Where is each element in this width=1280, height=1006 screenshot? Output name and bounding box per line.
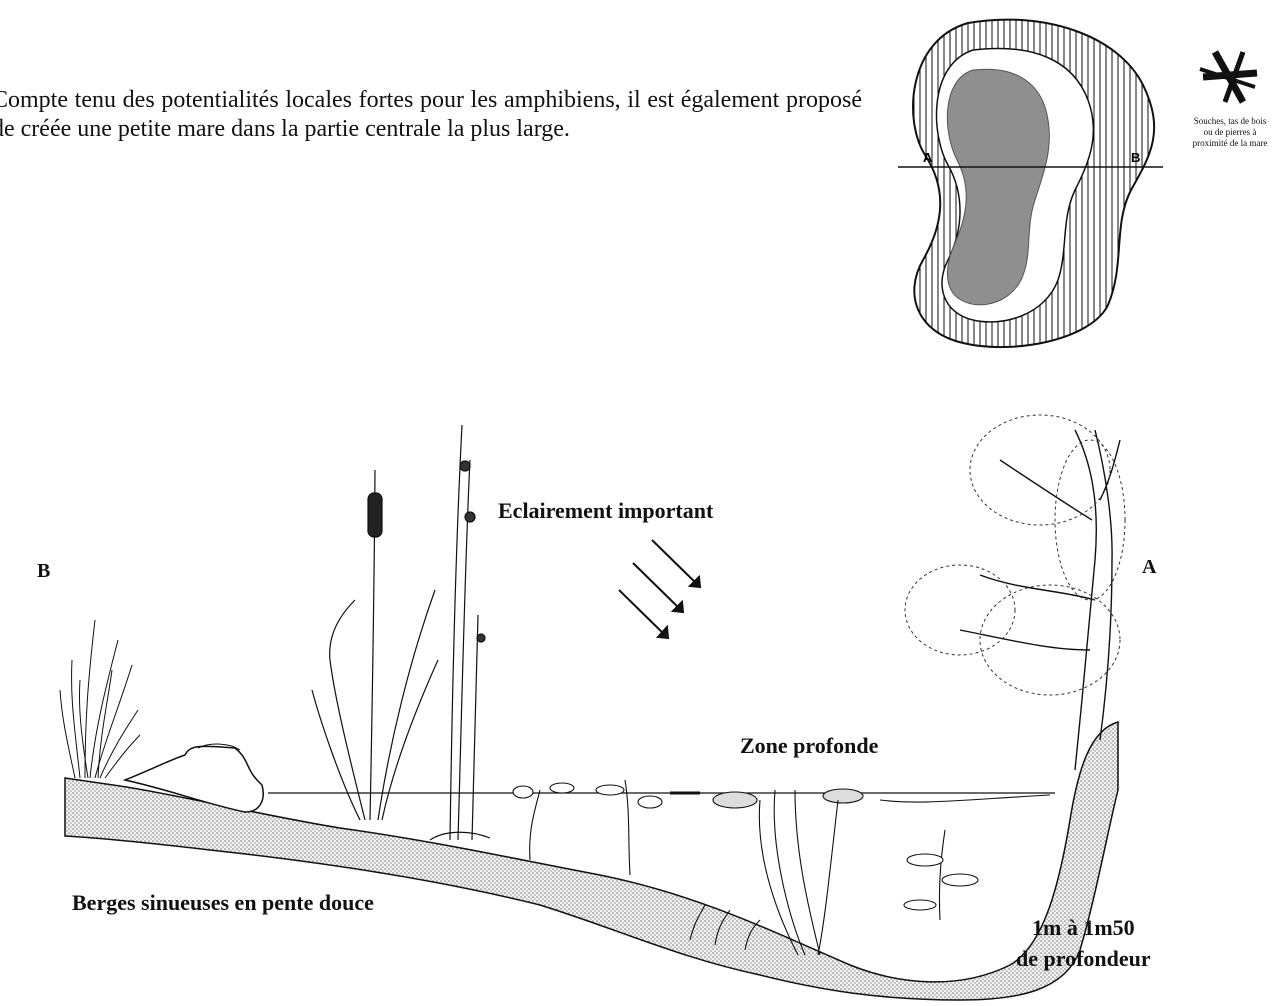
banks-label: Berges sinueuses en pente douce bbox=[72, 890, 374, 916]
legend-line-2: ou de pierres à bbox=[1180, 127, 1280, 138]
depth-label: 1m à 1m50 de profondeur bbox=[1016, 912, 1151, 974]
cattail-plant bbox=[312, 470, 438, 820]
tree-foliage bbox=[905, 415, 1125, 695]
intro-paragraph: Compte tenu des potentialités locales fo… bbox=[0, 86, 862, 144]
legend-line-1: Souches, tas de bois bbox=[1180, 116, 1280, 127]
section-label-b: B bbox=[37, 560, 50, 583]
lighting-label: Eclairement important bbox=[498, 498, 713, 524]
depth-line-1: 1m à 1m50 bbox=[1016, 912, 1151, 943]
plan-label-a: A bbox=[923, 150, 933, 165]
grass-tuft bbox=[60, 620, 140, 778]
section-label-a: A bbox=[1142, 556, 1156, 579]
legend-stumps: Souches, tas de bois ou de pierres à pro… bbox=[1180, 47, 1280, 149]
tree bbox=[960, 430, 1120, 770]
deep-zone-label: Zone profonde bbox=[740, 733, 878, 759]
pond-plan-view: A B bbox=[893, 15, 1168, 352]
reed-plant bbox=[430, 425, 490, 840]
legend-line-3: proximité de la mare bbox=[1180, 138, 1280, 149]
stumps-icon bbox=[1195, 47, 1265, 107]
depth-line-2: de profondeur bbox=[1016, 943, 1151, 974]
plan-label-b: B bbox=[1131, 150, 1140, 165]
light-arrows bbox=[619, 540, 700, 638]
aquatic-plants bbox=[513, 780, 1050, 955]
